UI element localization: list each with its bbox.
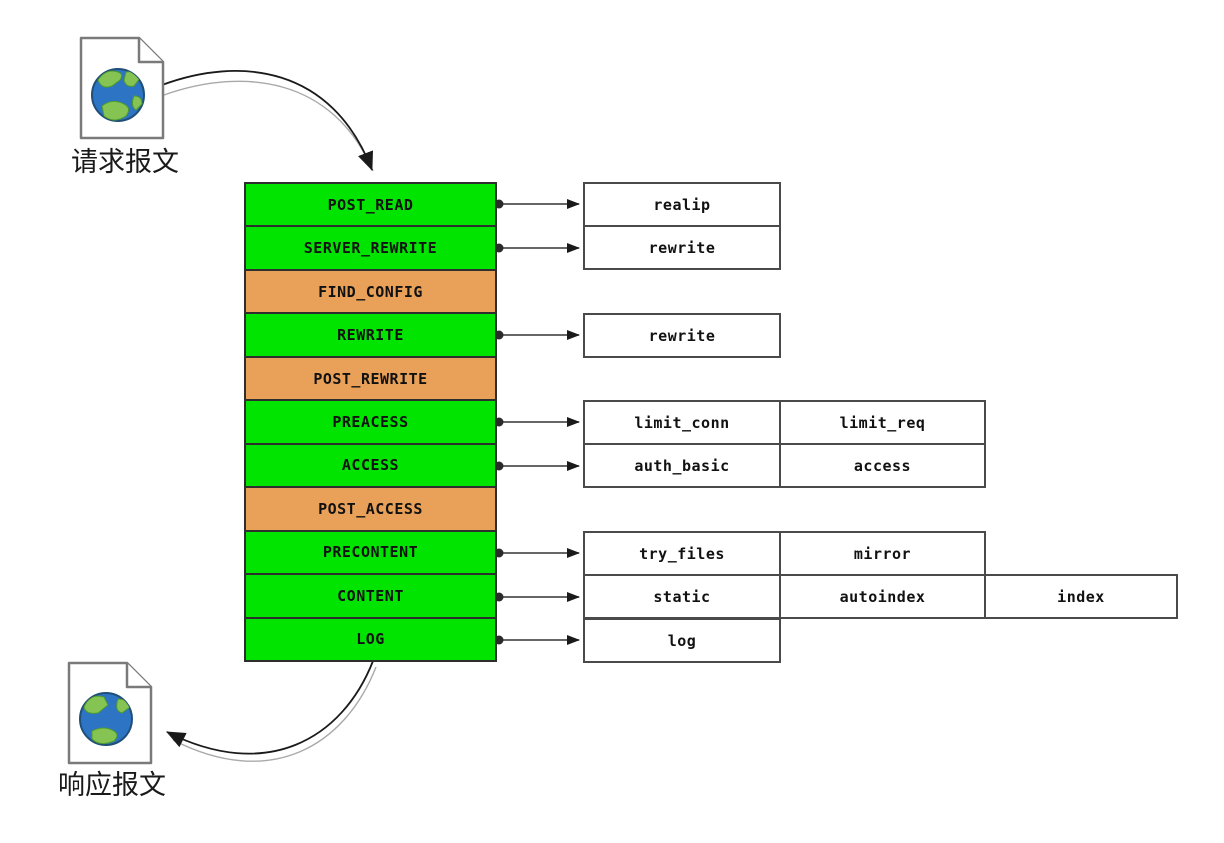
module-log: log bbox=[583, 618, 781, 663]
module-access: access bbox=[779, 443, 986, 488]
module-realip: realip bbox=[583, 182, 781, 227]
module-auth-basic: auth_basic bbox=[583, 443, 781, 488]
response-flow-arrow bbox=[166, 660, 377, 762]
request-label: 请求报文 bbox=[71, 147, 179, 177]
module-autoindex: autoindex bbox=[779, 574, 986, 619]
module-limit-conn: limit_conn bbox=[583, 400, 781, 445]
request-document-icon bbox=[79, 36, 165, 140]
phase-preacess: PREACESS bbox=[246, 399, 495, 443]
module-try-files: try_files bbox=[583, 531, 781, 576]
phase-post-read: POST_READ bbox=[246, 184, 495, 226]
module-static: static bbox=[583, 574, 781, 619]
connector-content bbox=[494, 592, 580, 602]
globe-icon bbox=[79, 692, 133, 746]
module-mirror: mirror bbox=[779, 531, 986, 576]
module-limit-req: limit_req bbox=[779, 400, 986, 445]
connector-preacess bbox=[494, 417, 580, 427]
request-flow-arrow bbox=[161, 70, 374, 172]
phase-server-rewrite: SERVER_REWRITE bbox=[246, 225, 495, 269]
phase-precontent: PRECONTENT bbox=[246, 529, 495, 574]
connector-precontent bbox=[494, 548, 580, 558]
connector-server-rewrite bbox=[494, 243, 580, 253]
phase-log: LOG bbox=[246, 616, 495, 660]
phase-post-access: POST_ACCESS bbox=[246, 486, 495, 530]
phase-access: ACCESS bbox=[246, 442, 495, 487]
connector-access bbox=[494, 461, 580, 471]
response-label: 响应报文 bbox=[58, 770, 166, 800]
phase-find-config: FIND_CONFIG bbox=[246, 268, 495, 313]
connector-rewrite bbox=[494, 330, 580, 340]
module-index: index bbox=[984, 574, 1178, 619]
connector-log bbox=[494, 635, 580, 645]
response-document-icon bbox=[67, 661, 153, 765]
phase-content: CONTENT bbox=[246, 573, 495, 617]
phase-rewrite: REWRITE bbox=[246, 312, 495, 356]
phase-module-connectors bbox=[494, 199, 580, 645]
globe-icon bbox=[91, 68, 145, 122]
module-rewrite-2: rewrite bbox=[583, 313, 781, 358]
phase-stack: POST_READ SERVER_REWRITE FIND_CONFIG REW… bbox=[244, 182, 497, 662]
phase-post-rewrite: POST_REWRITE bbox=[246, 355, 495, 400]
module-rewrite: rewrite bbox=[583, 225, 781, 270]
connector-post-read bbox=[494, 199, 580, 209]
